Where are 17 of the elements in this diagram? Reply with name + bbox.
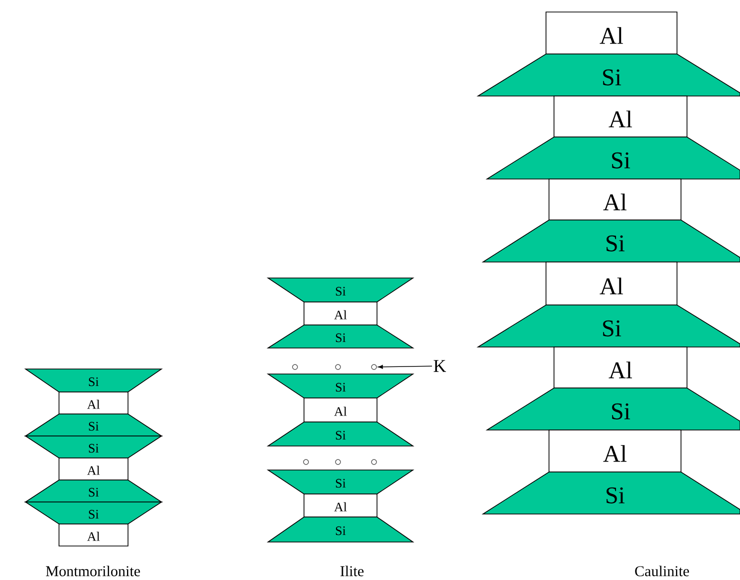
layer-box: Al [548,430,682,472]
layer-box: Al [304,302,378,326]
layer-box: Al [304,494,378,518]
layer-box: Al [554,346,688,388]
layer-box: Al [554,96,688,138]
layer-box: Al [58,524,128,546]
mineral-name: Ilite [340,566,364,576]
layer-box: Al [548,178,682,220]
layer-box: Al [58,392,128,414]
layer-box: Al [546,12,678,54]
layer-box: Al [304,398,378,422]
mineral-name: Montmorilonite [46,566,140,576]
arrow [378,364,432,369]
ion-label: K [434,360,446,372]
mineral-name: Caulinite [635,566,689,576]
layer-box: Al [58,458,128,480]
layer-box: Al [546,262,678,306]
